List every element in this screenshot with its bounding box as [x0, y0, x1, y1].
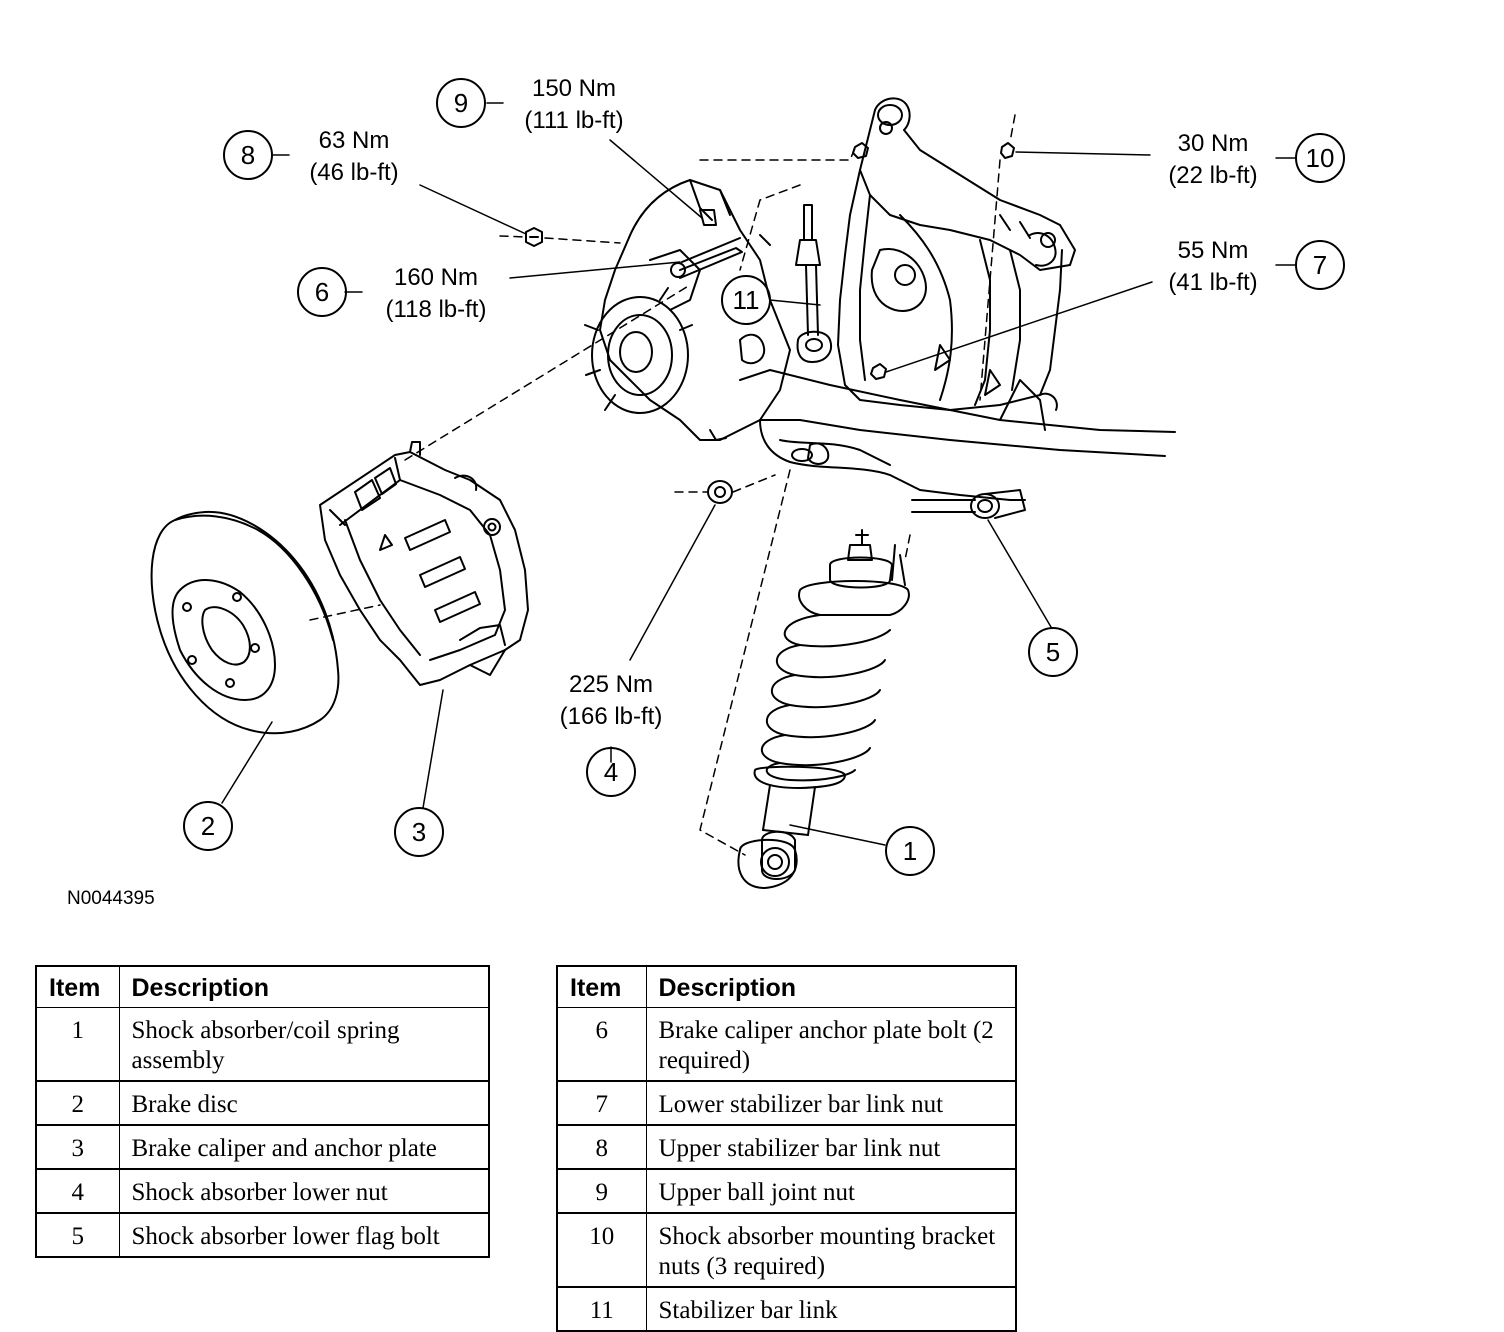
torque-lbft-6: (118 lb-ft) [386, 296, 487, 323]
column-header-description: Description [118, 965, 490, 1008]
callout-circle-10 [1295, 133, 1345, 183]
callout-number-2: 2 [201, 811, 215, 841]
callout-circle-6 [297, 267, 347, 317]
callout-number-11: 11 [733, 285, 760, 315]
table-row: 9 Upper ball joint nut [556, 1168, 1017, 1214]
torque-lbft-8: (46 lb-ft) [309, 159, 398, 186]
callout-number-9: 9 [454, 88, 468, 118]
callout-circle-11 [721, 275, 771, 325]
torque-nm-6: 160 Nm [394, 264, 478, 291]
callout-number-8: 8 [241, 140, 255, 170]
callout-number-10: 10 [1306, 143, 1335, 173]
callout-number-7: 7 [1313, 250, 1327, 280]
callout-circles [183, 78, 1345, 876]
item-number: 10 [556, 1212, 647, 1288]
torque-nm-10: 30 Nm [1178, 130, 1249, 157]
item-description: Upper stabilizer bar link nut [645, 1124, 1017, 1170]
table-row: 2 Brake disc [35, 1080, 490, 1126]
item-number: 7 [556, 1080, 647, 1126]
column-header-item: Item [556, 965, 647, 1008]
item-description: Shock absorber lower flag bolt [118, 1212, 490, 1258]
torque-nm-8: 63 Nm [319, 127, 390, 154]
callout-number-5: 5 [1046, 637, 1060, 667]
item-description: Brake caliper anchor plate bolt (2 requi… [645, 1007, 1017, 1082]
item-description: Upper ball joint nut [645, 1168, 1017, 1214]
item-description: Stabilizer bar link [645, 1286, 1017, 1332]
callout-circle-1 [885, 826, 935, 876]
torque-lbft-4: (166 lb-ft) [560, 703, 663, 730]
callout-circle-4 [586, 747, 636, 797]
callout-number-1: 1 [903, 836, 917, 866]
item-number: 8 [556, 1124, 647, 1170]
table-row: 4 Shock absorber lower nut [35, 1168, 490, 1214]
figure-id: N0044395 [67, 888, 155, 909]
item-description: Lower stabilizer bar link nut [645, 1080, 1017, 1126]
table-row: 7 Lower stabilizer bar link nut [556, 1080, 1017, 1126]
torque-nm-4: 225 Nm [569, 671, 653, 698]
item-description: Shock absorber mounting bracket nuts (3 … [645, 1212, 1017, 1288]
column-header-item: Item [35, 965, 120, 1008]
torque-lbft-10: (22 lb-ft) [1168, 162, 1257, 189]
callout-circle-8 [223, 130, 273, 180]
table-row: 8 Upper stabilizer bar link nut [556, 1124, 1017, 1170]
table-row: 3 Brake caliper and anchor plate [35, 1124, 490, 1170]
callout-number-6: 6 [315, 277, 329, 307]
torque-lbft-7: (41 lb-ft) [1168, 269, 1257, 296]
item-number: 1 [35, 1007, 120, 1082]
legend-table-right: Item Description 6 Brake caliper anchor … [556, 965, 1017, 1332]
callout-circle-2 [183, 801, 233, 851]
table-row: 5 Shock absorber lower flag bolt [35, 1212, 490, 1258]
dashed-assembly-lines [309, 114, 1016, 856]
callout-circle-7 [1295, 240, 1345, 290]
brake-disc-illustration [150, 510, 340, 735]
torque-nm-9: 150 Nm [532, 75, 616, 102]
shock-coil-spring-illustration [737, 529, 910, 889]
lower-control-arm-illustration [739, 369, 1176, 519]
legend-header-row: Item Description [556, 965, 1017, 1008]
torque-nm-7: 55 Nm [1178, 237, 1249, 264]
table-row: 1 Shock absorber/coil spring assembly [35, 1007, 490, 1082]
table-row: 10 Shock absorber mounting bracket nuts … [556, 1212, 1017, 1288]
item-number: 9 [556, 1168, 647, 1214]
callout-number-4: 4 [604, 757, 618, 787]
upper-control-arm-illustration [837, 97, 1076, 411]
torque-lbft-9: (111 lb-ft) [524, 107, 623, 134]
item-description: Brake disc [118, 1080, 490, 1126]
brake-caliper-illustration [319, 441, 529, 686]
callout-circle-3 [394, 807, 444, 857]
item-description: Shock absorber/coil spring assembly [118, 1007, 490, 1082]
item-number: 11 [556, 1286, 647, 1332]
legend-table-left: Item Description 1 Shock absorber/coil s… [35, 965, 490, 1258]
item-number: 4 [35, 1168, 120, 1214]
table-row: 11 Stabilizer bar link [556, 1286, 1017, 1332]
suspension-exploded-diagram: 1 2 3 4 5 6 7 8 9 10 11 150 Nm (111 lb-f… [67, 75, 1345, 909]
callout-numbers: 1 2 3 4 5 6 7 8 9 10 11 [201, 88, 1335, 866]
callout-circle-5 [1028, 627, 1078, 677]
item-number: 6 [556, 1007, 647, 1082]
callout-circle-9 [436, 78, 486, 128]
leader-lines [221, 102, 1296, 846]
table-row: 6 Brake caliper anchor plate bolt (2 req… [556, 1007, 1017, 1082]
column-header-description: Description [645, 965, 1017, 1008]
item-description: Brake caliper and anchor plate [118, 1124, 490, 1170]
item-number: 2 [35, 1080, 120, 1126]
item-number: 5 [35, 1212, 120, 1258]
item-description: Shock absorber lower nut [118, 1168, 490, 1214]
callout-number-3: 3 [412, 817, 426, 847]
legend-header-row: Item Description [35, 965, 490, 1008]
torque-labels: 150 Nm (111 lb-ft) 63 Nm (46 lb-ft) 30 N… [309, 75, 1257, 730]
item-number: 3 [35, 1124, 120, 1170]
stabilizer-link-illustration [795, 204, 832, 363]
